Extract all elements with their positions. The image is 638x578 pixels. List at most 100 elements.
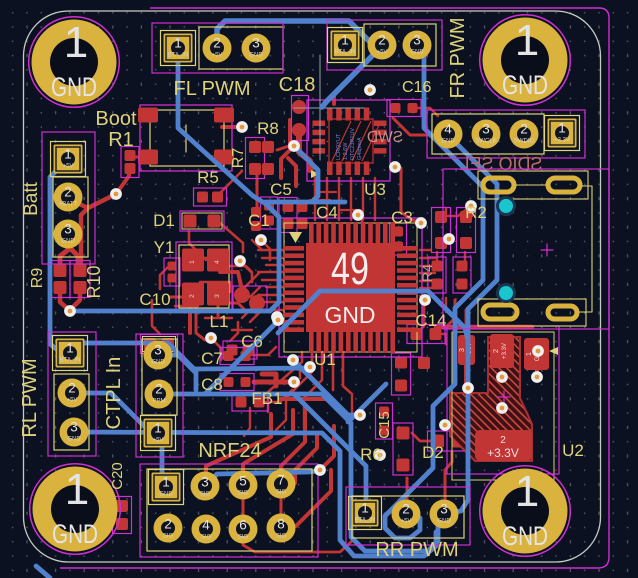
svg-text:1: 1 <box>341 33 349 48</box>
svg-text:RR PWM: RR PWM <box>375 539 458 561</box>
svg-text:+3.3V: +3.3V <box>487 446 519 460</box>
svg-text:+5V: +5V <box>63 164 74 170</box>
svg-text:+5V: +5V <box>377 50 388 56</box>
svg-text:4: 4 <box>444 122 452 137</box>
svg-text:SIG: SIG <box>200 492 211 498</box>
svg-text:+3.3V: +3.3V <box>554 138 570 144</box>
svg-text:R1: R1 <box>108 129 134 151</box>
svg-text:GND: GND <box>159 492 173 498</box>
svg-text:GND: GND <box>502 70 548 100</box>
svg-text:NRF24: NRF24 <box>198 440 261 462</box>
svg-text:SIG: SIG <box>201 535 212 541</box>
svg-text:SIG: SIG <box>276 534 287 540</box>
svg-text:+5V: +5V <box>401 519 412 525</box>
svg-text:3: 3 <box>201 475 209 490</box>
svg-text:+5V: +5V <box>212 53 223 59</box>
svg-text:+BATT: +BATT <box>59 202 78 208</box>
svg-text:3: 3 <box>252 36 260 51</box>
svg-text:1: 1 <box>154 421 162 436</box>
svg-text:2: 2 <box>491 349 500 353</box>
svg-text:3: 3 <box>413 33 421 48</box>
svg-text:R9: R9 <box>29 268 46 289</box>
svg-text:LCRQYUT: LCRQYUT <box>336 133 342 160</box>
svg-text:5: 5 <box>239 474 247 489</box>
svg-text:GND: GND <box>502 521 548 551</box>
svg-text:1: 1 <box>162 475 170 490</box>
svg-text:2: 2 <box>213 36 221 51</box>
svg-text:1: 1 <box>361 501 369 516</box>
svg-text:1: 1 <box>515 467 539 516</box>
svg-text:3: 3 <box>440 502 448 517</box>
svg-text:2: 2 <box>500 435 506 446</box>
svg-text:1: 1 <box>64 18 88 67</box>
svg-text:GND: GND <box>325 302 376 328</box>
svg-text:1: 1 <box>66 341 74 356</box>
svg-text:GND: GND <box>51 72 97 102</box>
svg-text:C10: C10 <box>139 290 170 309</box>
svg-text:SIG: SIG <box>238 491 249 497</box>
svg-text:BTA_IN: BTA_IN <box>168 53 189 59</box>
svg-text:+3.3V: +3.3V <box>502 343 508 359</box>
svg-text:FL PWM: FL PWM <box>173 78 250 100</box>
svg-text:2: 2 <box>402 502 410 517</box>
svg-text:1: 1 <box>64 147 72 162</box>
svg-text:BTA_IN: BTA_IN <box>60 358 81 364</box>
svg-text:C5: C5 <box>270 180 292 199</box>
svg-text:U2: U2 <box>562 441 584 460</box>
svg-text:Y1: Y1 <box>154 238 175 257</box>
svg-text:2: 2 <box>164 517 172 532</box>
svg-text:D2: D2 <box>422 443 444 462</box>
svg-text:1: 1 <box>65 465 89 514</box>
svg-text:C3: C3 <box>391 208 413 227</box>
svg-text:1: 1 <box>515 16 539 65</box>
svg-text:FR PWM: FR PWM <box>447 17 469 98</box>
svg-text:FB1: FB1 <box>251 389 282 408</box>
svg-text:Boot: Boot <box>95 108 137 130</box>
svg-text:C1: C1 <box>248 211 270 230</box>
svg-text:2: 2 <box>189 294 196 298</box>
svg-text:4: 4 <box>202 518 210 533</box>
svg-text:3: 3 <box>70 420 78 435</box>
svg-text:D1: D1 <box>153 211 175 230</box>
svg-text:4: 4 <box>214 260 221 264</box>
svg-text:7: 7 <box>277 473 285 488</box>
svg-text:G4lqmvA: G4lqmvA <box>357 137 363 160</box>
svg-text:GND: GND <box>151 360 165 366</box>
svg-text:6: 6 <box>239 518 247 533</box>
svg-text:1: 1 <box>189 260 196 264</box>
svg-text:2: 2 <box>68 381 76 396</box>
svg-text:+5V: +5V <box>67 398 78 404</box>
svg-text:SWD: SWD <box>367 129 403 146</box>
svg-text:GND: GND <box>61 239 75 245</box>
svg-text:SIG: SIG <box>238 535 249 541</box>
svg-text:3: 3 <box>482 122 490 137</box>
svg-text:3: 3 <box>214 294 221 298</box>
svg-text:PPM: PPM <box>152 399 165 405</box>
svg-text:C18: C18 <box>279 74 316 96</box>
svg-text:BTA_IN: BTA_IN <box>335 50 356 56</box>
svg-text:R7: R7 <box>230 148 247 169</box>
svg-text:C14: C14 <box>415 311 446 330</box>
svg-text:GND: GND <box>249 53 263 59</box>
svg-text:U3: U3 <box>364 180 386 199</box>
svg-text:3: 3 <box>154 343 162 358</box>
svg-text:C8: C8 <box>201 375 223 394</box>
svg-text:SWCLK: SWCLK <box>475 139 496 145</box>
svg-text:1.2.6W: 1.2.6W <box>343 142 349 160</box>
svg-text:R6: R6 <box>360 445 382 464</box>
svg-text:GND: GND <box>441 139 455 145</box>
svg-text:C6: C6 <box>241 332 263 351</box>
svg-text:U1: U1 <box>314 350 336 369</box>
svg-text:2: 2 <box>378 33 386 48</box>
svg-text:R5: R5 <box>197 168 219 187</box>
svg-text:1: 1 <box>524 352 533 356</box>
svg-text:L1: L1 <box>210 312 229 331</box>
svg-text:1: 1 <box>174 36 182 51</box>
svg-text:GND: GND <box>67 437 81 443</box>
svg-text:C4: C4 <box>316 203 338 222</box>
svg-text:DTC23R1UV: DTC23R1UV <box>350 128 356 160</box>
svg-text:C20: C20 <box>109 462 126 490</box>
svg-text:SIG: SIG <box>163 534 174 540</box>
svg-text:3: 3 <box>64 222 72 237</box>
svg-text:1: 1 <box>558 121 566 136</box>
